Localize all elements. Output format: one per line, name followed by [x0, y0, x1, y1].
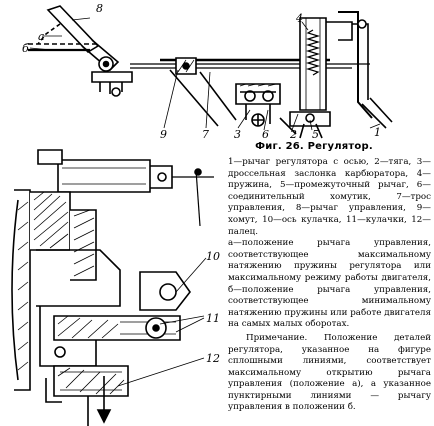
legend-positions: а—положение рычага управления, соответст…	[228, 238, 431, 330]
label-9: 9	[160, 128, 167, 141]
label-1: 1	[374, 126, 381, 139]
label-8: 8	[96, 2, 103, 15]
label-4: 4	[295, 12, 303, 25]
legend-parts: 1—рычаг регулятора с осью, 2—тяга, 3—дро…	[228, 157, 431, 237]
label-12: 12	[206, 352, 220, 365]
label-b: б	[22, 42, 29, 55]
label-10: 10	[206, 250, 220, 263]
regulator-section-drawing: 10 11 12	[11, 149, 220, 426]
label-2: 2	[289, 128, 297, 141]
figure-legend: 1—рычаг регулятора с осью, 2—тяга, 3—дро…	[228, 157, 431, 414]
label-a: а	[38, 30, 45, 43]
spring-icon	[305, 29, 321, 76]
label-7: 7	[202, 128, 209, 141]
label-6: 6	[262, 128, 269, 141]
label-5: 5	[312, 128, 319, 141]
label-11: 11	[206, 312, 220, 325]
figure-note: Примечание. Положение деталей регулятора…	[228, 332, 431, 413]
figure-caption: Фиг. 26. Регулятор.	[255, 141, 373, 152]
regulator-linkage-drawing: 8 а б 4 9 7 3 6 2 5 1	[22, 2, 393, 141]
label-3: 3	[234, 128, 241, 141]
